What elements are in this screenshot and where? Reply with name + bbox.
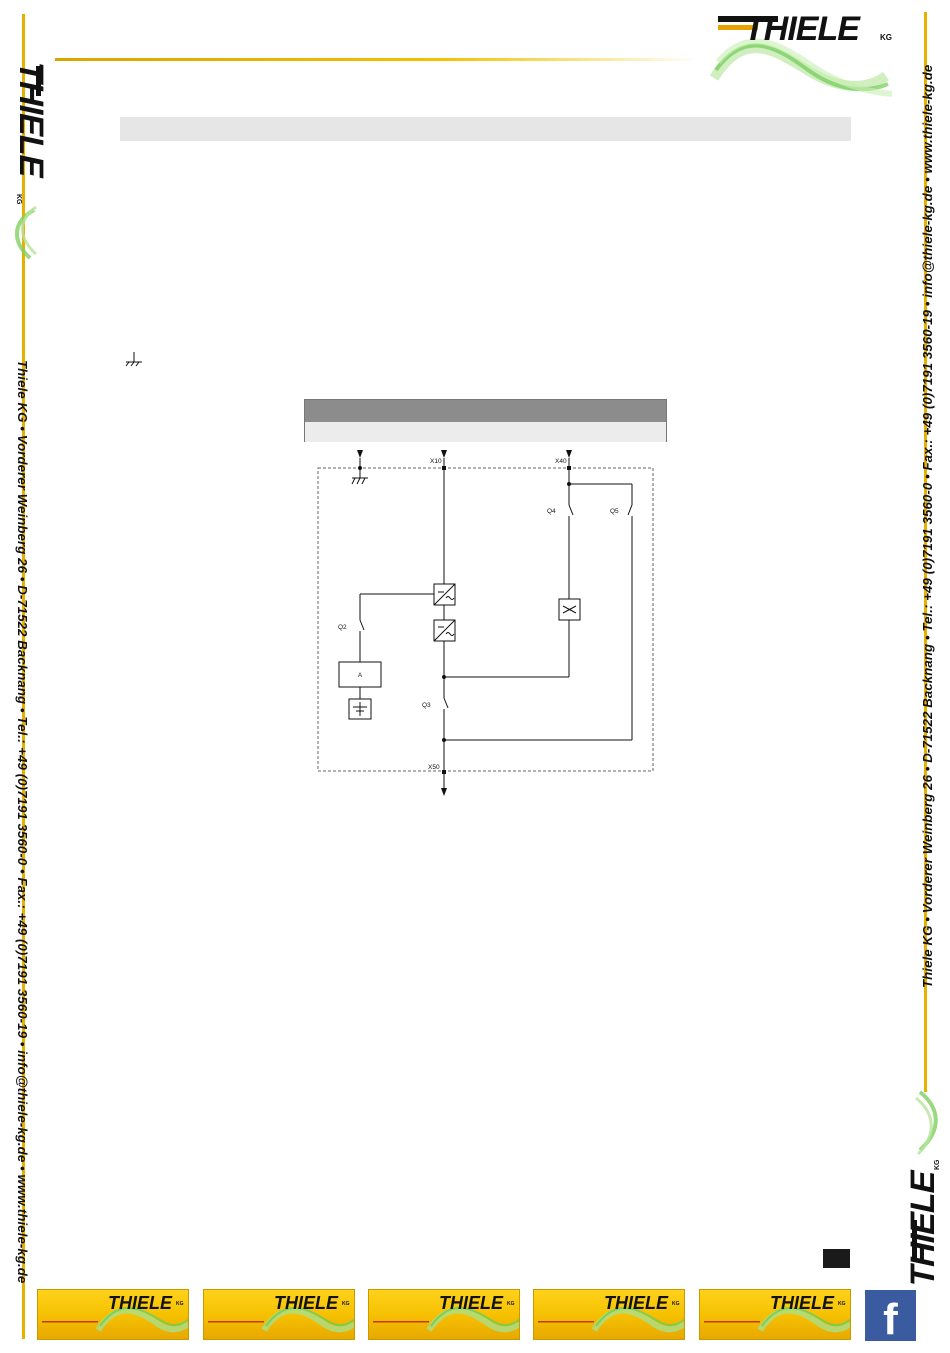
diagram-header-bottom	[305, 422, 666, 442]
footer-tile-2[interactable]: THIELE KG	[203, 1289, 355, 1340]
tile-logo-text: THIELE	[108, 1293, 173, 1313]
terminal-label-x50: X50	[428, 764, 440, 771]
diagram-header	[304, 399, 667, 442]
header-rule	[55, 58, 700, 61]
footer-tile-4[interactable]: THIELE KG	[533, 1289, 685, 1340]
right-logo: THIELE KG	[900, 1080, 950, 1290]
left-logo-text: THIELE	[12, 57, 50, 181]
enclosure-border	[317, 467, 654, 772]
terminal-label-x10: X10	[430, 458, 442, 465]
tile-swoosh-icon	[704, 1307, 850, 1333]
footer-tile-5[interactable]: THIELE KG	[699, 1289, 851, 1340]
tile-logo-suffix: KG	[672, 1301, 680, 1307]
tile-logo-text: THIELE	[770, 1293, 835, 1313]
load-label: A	[358, 673, 362, 679]
left-logo: THIELE KG	[6, 58, 50, 262]
circuit-diagram: X10 X40 X50 Q2 Q3 Q4 Q5 A	[317, 450, 654, 796]
left-contact-text: Thiele KG • Vorderer Weinberg 26 • D-715…	[15, 360, 30, 1284]
footer-tile-3[interactable]: THIELE KG	[368, 1289, 520, 1340]
tile-swoosh-icon	[538, 1307, 684, 1333]
diagram-header-top	[305, 400, 666, 422]
facebook-button[interactable]: f	[865, 1290, 916, 1341]
switch-label-q2: Q2	[338, 624, 347, 631]
left-vertical-bar	[22, 14, 25, 1339]
ground-symbol-icon	[125, 352, 142, 367]
switch-label-q5: Q5	[610, 508, 619, 515]
tile-logo-suffix: KG	[507, 1301, 515, 1307]
tile-logo-suffix: KG	[838, 1301, 846, 1307]
tile-logo-suffix: KG	[342, 1301, 350, 1307]
footer-tile-1[interactable]: THIELE KG	[37, 1289, 189, 1340]
switch-label-q4: Q4	[547, 508, 556, 515]
tile-logo-text: THIELE	[274, 1293, 339, 1313]
tile-swoosh-icon	[373, 1307, 519, 1333]
left-logo-suffix: KG	[15, 194, 22, 205]
right-logo-suffix: KG	[934, 1159, 941, 1171]
logo-swoosh-icon	[709, 16, 893, 97]
tile-logo-text: THIELE	[439, 1293, 504, 1313]
tile-swoosh-icon	[42, 1307, 188, 1333]
section-band	[120, 117, 851, 141]
header-logo: THIELE KG	[704, 10, 899, 110]
page-number-box	[823, 1249, 850, 1268]
header-logo-text: THIELE	[744, 10, 860, 48]
right-contact-text: Thiele KG • Vorderer Weinberg 26 • D-715…	[920, 64, 935, 988]
tile-logo-text: THIELE	[604, 1293, 669, 1313]
facebook-icon: f	[883, 1295, 898, 1341]
switch-label-q3: Q3	[422, 702, 431, 709]
right-vertical-bar	[924, 12, 927, 1092]
tile-logo-suffix: KG	[176, 1301, 184, 1307]
tile-swoosh-icon	[208, 1307, 354, 1333]
right-logo-text: THIELE	[904, 1167, 942, 1291]
terminal-label-x40: X40	[555, 458, 567, 465]
header-logo-suffix: KG	[880, 33, 892, 42]
